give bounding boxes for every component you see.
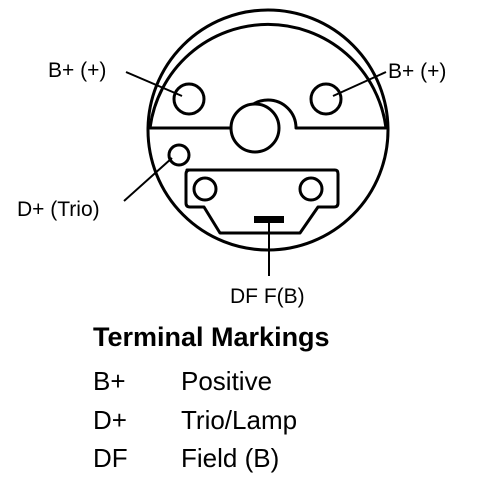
b-plus-left-terminal (172, 82, 206, 116)
df-label: DF F(B) (230, 285, 305, 308)
d-plus-label: D+ (Trio) (17, 198, 100, 221)
b-plus-right-terminal (309, 82, 343, 116)
b-plus-left-label: B+ (+) (48, 59, 107, 82)
legend-meaning: Trio/Lamp (181, 405, 298, 435)
leader-line-d-plus (123, 157, 173, 202)
regulator-left-screw (192, 176, 218, 202)
leader-line-b-plus-left (125, 71, 183, 97)
leader-line-b-plus-right (332, 71, 387, 97)
legend-code: DF (93, 443, 128, 473)
center-shaft (229, 102, 281, 154)
df-terminal (254, 216, 284, 223)
legend-meaning: Positive (181, 366, 273, 396)
legend-meaning: Field (B) (181, 443, 280, 473)
b-plus-right-label: B+ (+) (388, 60, 447, 83)
legend-code: D+ (93, 405, 127, 435)
legend-code: B+ (93, 366, 126, 396)
d-plus-terminal (167, 143, 191, 167)
legend-title: Terminal Markings (93, 322, 330, 352)
regulator-right-screw (298, 176, 324, 202)
